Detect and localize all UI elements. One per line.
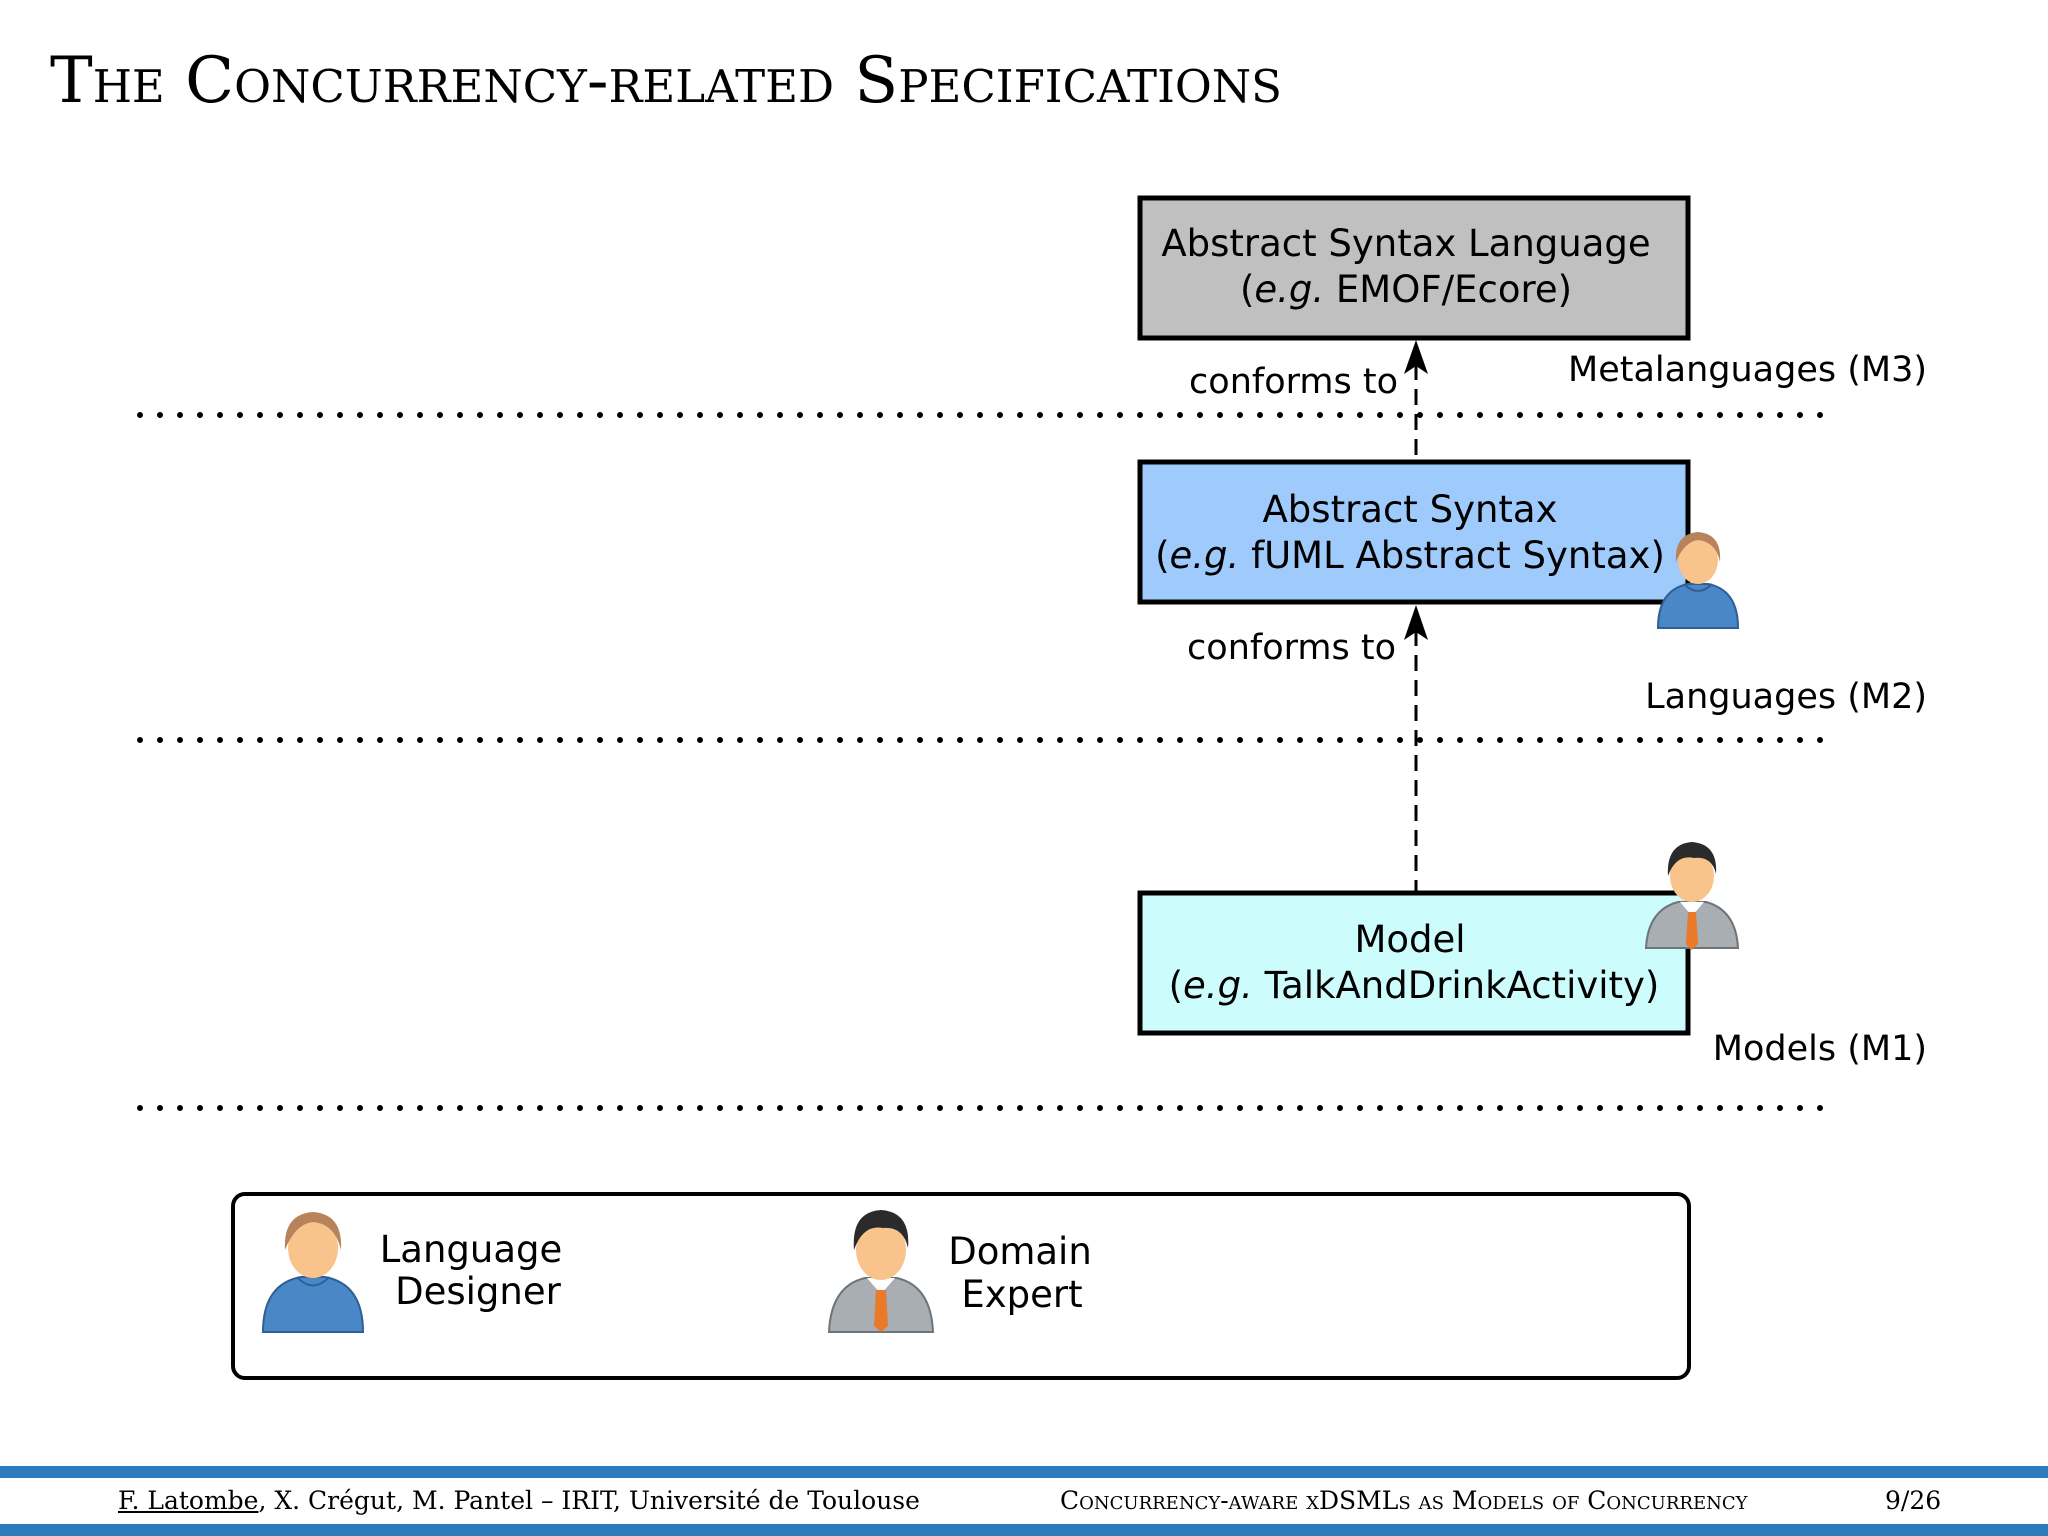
box-abstract-syntax-language: Abstract Syntax Language (e.g. EMOF/Ecor… <box>1137 195 1691 341</box>
legend-frame <box>231 1192 1691 1380</box>
eg-label: e.g. <box>1254 268 1324 311</box>
footer-page-number: 9/26 <box>1885 1486 1942 1515</box>
legend-expert-icon <box>827 1210 935 1333</box>
box-example: (e.g. EMOF/Ecore) <box>1240 268 1572 311</box>
box-frame <box>1137 195 1691 341</box>
box-abstract-syntax: Abstract Syntax (e.g. fUML Abstract Synt… <box>1137 459 1691 605</box>
box-example-value: TalkAndDrinkActivity) <box>1264 964 1660 1007</box>
footer-coauthors: , X. Crégut, M. Pantel – IRIT, Universit… <box>258 1486 920 1515</box>
conforms-to-label-upper: conforms to <box>1189 362 1398 402</box>
metamodel-diagram: Abstract Syntax Language (e.g. EMOF/Ecor… <box>137 195 1927 1380</box>
box-model: Model (e.g. TalkAndDrinkActivity) <box>1137 890 1691 1036</box>
box-title: Abstract Syntax <box>1263 488 1558 531</box>
slide-title: The Concurrency-related Specifications <box>50 44 1282 118</box>
legend-designer-icon <box>261 1212 365 1333</box>
box-frame <box>1137 459 1691 605</box>
box-example-value: fUML Abstract Syntax) <box>1251 534 1665 577</box>
domain-expert-icon <box>1644 842 1740 950</box>
arrowhead-m2 <box>1404 605 1428 640</box>
footer: F. Latombe, X. Crégut, M. Pantel – IRIT,… <box>0 1478 2048 1524</box>
box-frame <box>1137 890 1691 1036</box>
legend-expert-line1: Domain <box>948 1230 1092 1273</box>
level-label-m2: Languages (M2) <box>1645 677 1927 717</box>
legend-designer-line2: Designer <box>395 1270 562 1313</box>
footer-authors: F. Latombe, X. Crégut, M. Pantel – IRIT,… <box>118 1486 920 1515</box>
level-label-m1: Models (M1) <box>1713 1029 1927 1069</box>
arrowhead-m3 <box>1404 340 1428 374</box>
footer-bar-top <box>0 1466 2048 1478</box>
level-label-m3: Metalanguages (M3) <box>1568 350 1927 390</box>
eg-label: e.g. <box>1183 964 1253 1007</box>
language-designer-icon <box>1656 532 1740 629</box>
footer-bar-bottom <box>0 1524 2048 1536</box>
box-title: Model <box>1354 918 1465 961</box>
conforms-to-label-lower: conforms to <box>1187 628 1396 668</box>
legend-expert-line2: Expert <box>961 1273 1082 1316</box>
legend: Language Designer Domain Expert <box>231 1192 1691 1380</box>
legend-designer-line1: Language <box>380 1228 563 1271</box>
footer-presenter: F. Latombe <box>118 1486 259 1515</box>
box-example: (e.g. TalkAndDrinkActivity) <box>1169 964 1660 1007</box>
box-example-value: EMOF/Ecore) <box>1336 268 1572 311</box>
eg-label: e.g. <box>1170 534 1240 577</box>
footer-talk-title: Concurrency-aware xDSMLs as Models of Co… <box>1060 1486 1748 1515</box>
box-example: (e.g. fUML Abstract Syntax) <box>1155 534 1665 577</box>
box-title: Abstract Syntax Language <box>1161 222 1650 265</box>
